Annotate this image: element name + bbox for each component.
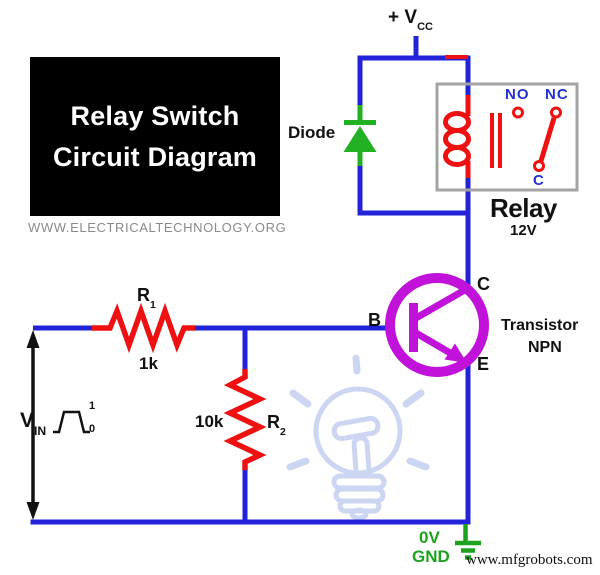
relay-c-label: C bbox=[533, 172, 544, 189]
relay-nc-label: NC bbox=[545, 86, 569, 103]
ground-0v-label: 0V bbox=[419, 528, 440, 547]
terminal-c-label: C bbox=[477, 274, 490, 294]
relay-rating-label: 12V bbox=[510, 222, 537, 239]
relay-contacts bbox=[512, 106, 562, 172]
pulse-low-label: 0 bbox=[89, 423, 96, 435]
vin-arrow bbox=[26, 330, 40, 520]
vcc-label: + VCC bbox=[388, 7, 433, 34]
vin-label: VIN bbox=[20, 409, 47, 439]
relay-core-lines bbox=[490, 113, 502, 168]
title-card: Relay Switch Circuit Diagram bbox=[30, 57, 280, 216]
relay-coil-symbol bbox=[443, 95, 471, 178]
site-watermark: www.mfgrobots.com bbox=[466, 552, 593, 568]
r2-label: R2 bbox=[267, 412, 286, 439]
title-line-2: Circuit Diagram bbox=[52, 141, 258, 172]
ground-icon bbox=[455, 524, 481, 560]
lightbulb-watermark-icon bbox=[286, 354, 430, 521]
wires bbox=[30, 36, 471, 525]
r2-value-label: 10k bbox=[195, 412, 224, 431]
r1-label: R1 bbox=[137, 285, 156, 312]
pulse-waveform-icon bbox=[53, 410, 90, 434]
resistor-r1-symbol bbox=[92, 302, 195, 354]
title-line-1: Relay Switch bbox=[70, 100, 240, 131]
relay-box bbox=[435, 82, 579, 192]
transistor-symbol bbox=[385, 273, 489, 377]
source-website: WWW.ELECTRICALTECHNOLOGY.ORG bbox=[28, 220, 287, 235]
ground-gnd-label: GND bbox=[412, 547, 450, 566]
relay-no-label: NO bbox=[505, 86, 530, 103]
pulse-high-label: 1 bbox=[89, 400, 96, 412]
transistor-name-label: Transistor bbox=[501, 317, 579, 334]
resistor-r2-symbol bbox=[223, 369, 267, 470]
relay-name-label: Relay bbox=[490, 193, 557, 223]
diode-label: Diode bbox=[288, 123, 336, 142]
r1-value-label: 1k bbox=[139, 354, 158, 373]
diode-symbol bbox=[343, 105, 377, 166]
terminal-b-label: B bbox=[368, 310, 381, 330]
transistor-type-label: NPN bbox=[528, 339, 562, 356]
terminal-e-label: E bbox=[477, 354, 490, 374]
